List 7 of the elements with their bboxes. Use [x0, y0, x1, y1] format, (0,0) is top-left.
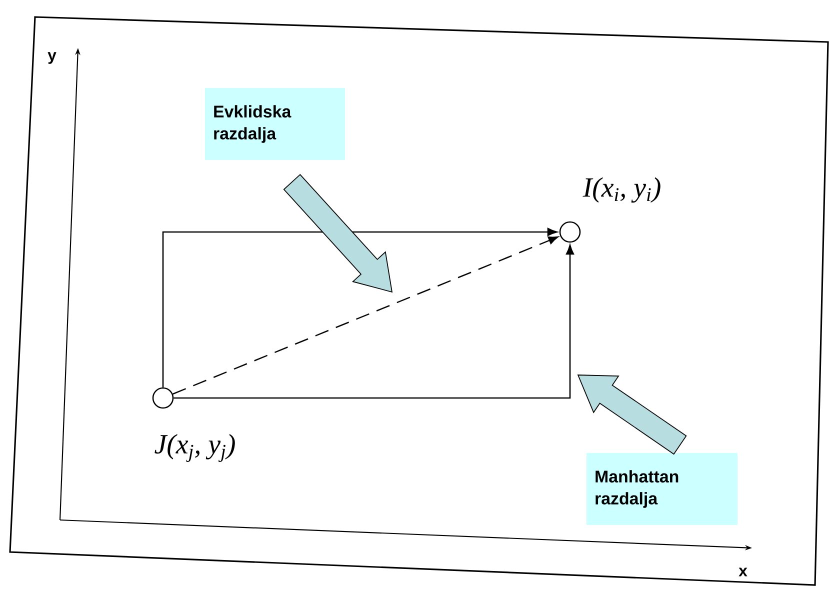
- axis-label: x: [738, 568, 748, 576]
- callout-box: Manhattan razdalja: [586, 453, 738, 525]
- callout-box: Evklidska razdalja: [205, 88, 345, 160]
- block-arrow: [577, 374, 687, 455]
- axis-label: y: [48, 52, 56, 64]
- point-label: J(x$_{j}$, y$_{j}$): [154, 434, 235, 462]
- point-label: I(x$_{i}$, y$_{i}$): [582, 177, 660, 203]
